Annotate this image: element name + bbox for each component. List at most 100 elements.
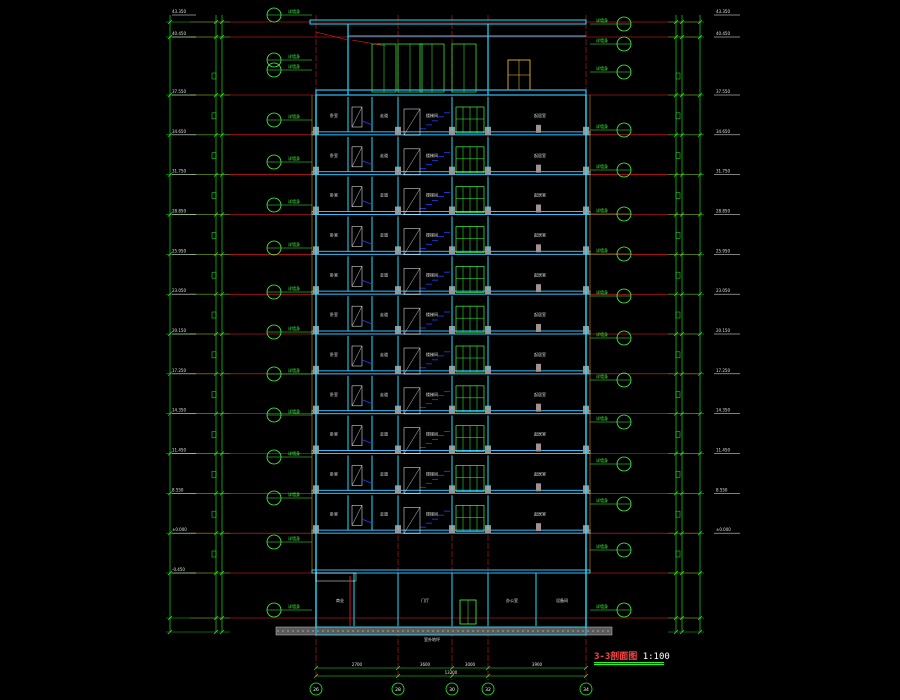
stair-flight (361, 279, 373, 285)
dimension-marker (211, 271, 217, 279)
title-underline-2 (594, 664, 664, 665)
room-label: 卧室 (330, 311, 338, 317)
stair-flight (361, 478, 373, 484)
hatch-dot (527, 630, 529, 632)
hatch-dot (382, 630, 384, 632)
dimension-marker (675, 351, 681, 359)
dimension-marker (211, 72, 217, 80)
level-label-left: 20.150 (172, 328, 186, 333)
level-label-left: 43.350 (172, 9, 186, 14)
hatch-dot (362, 630, 364, 632)
axis-label: 34 (583, 687, 589, 693)
stair-window (351, 266, 363, 287)
hatch-dot (592, 630, 594, 632)
beam (536, 523, 541, 532)
axis-bubble (309, 682, 323, 696)
wall-detail-label: 详墙身 (288, 155, 300, 161)
hatch-dot (417, 630, 419, 632)
level-label-left: ±0.000 (172, 527, 187, 532)
hatch-dot (567, 630, 569, 632)
hatch-dot (497, 630, 499, 632)
dimension-tick (449, 673, 455, 679)
room-label: 楼梯间 (426, 271, 438, 277)
stair-flight (361, 200, 373, 205)
stair-window (351, 505, 363, 526)
hatch-dot (482, 630, 484, 632)
hatch-dot (432, 630, 434, 632)
stair-window (351, 146, 363, 168)
hatch-dot (457, 630, 459, 632)
dimension-marker (675, 112, 681, 120)
wall-detail-label: 详墙身 (596, 543, 608, 549)
axis-bubble (391, 682, 405, 696)
hatch-dot (577, 630, 579, 632)
dimension-marker (675, 391, 681, 398)
room-label: 卧室 (330, 471, 338, 477)
wall-detail-label: 详墙身 (596, 163, 608, 169)
hatch-dot (547, 630, 549, 632)
room-label: 卧室 (330, 192, 338, 198)
stair-flight (361, 160, 373, 166)
wall-detail-label: 详墙身 (288, 198, 300, 204)
room-label: 走道 (380, 271, 388, 277)
hatch-dot (357, 630, 359, 632)
beam (536, 164, 541, 173)
foundation-slab (315, 626, 587, 636)
stair-flight (361, 399, 373, 405)
beam (536, 124, 541, 133)
stair-window-diag (351, 425, 363, 446)
wall-detail-label: 详墙身 (288, 53, 300, 59)
wall-detail-label: 详墙身 (596, 123, 608, 129)
room-label: 楼梯间 (426, 351, 438, 357)
dimension-marker (211, 351, 217, 359)
dimension-marker (675, 192, 681, 199)
beam (536, 244, 541, 253)
wall-detail-label: 详墙身 (288, 285, 300, 291)
dimension-marker (211, 311, 217, 319)
wall-detail-label: 详墙身 (288, 367, 300, 373)
hatch-dot (542, 630, 544, 632)
hatch-dot (287, 630, 289, 632)
level-label-right: 17.250 (716, 368, 730, 373)
room-label: 卧室 (330, 232, 338, 238)
level-label-right: 25.950 (716, 248, 730, 253)
hatch-dot (602, 630, 604, 632)
room-label: 楼梯间 (426, 431, 438, 437)
hatch-dot (582, 630, 584, 632)
wall-detail-label: 详墙身 (596, 457, 608, 463)
dimension-tick (583, 665, 589, 671)
hatch-dot (282, 630, 284, 632)
room-label: 商业 (336, 597, 344, 603)
span-dimension: 3600 (420, 662, 431, 667)
hatch-dot (507, 630, 509, 632)
room-label: 走道 (380, 232, 388, 238)
level-label-right: ±0.000 (716, 527, 731, 532)
dimension-marker (211, 152, 217, 159)
level-label-right: 37.550 (716, 89, 730, 94)
room-label: 楼梯间 (426, 112, 438, 118)
room-label: 办公室 (506, 597, 518, 603)
room-label: 卧室 (330, 431, 338, 437)
hatch-dot (352, 630, 354, 632)
drawing-title-text: 3-3剖面图 (594, 652, 638, 662)
stair-window-diag (351, 345, 363, 367)
hatch-dot (512, 630, 514, 632)
hatch-dot (557, 630, 559, 632)
wall-detail-label: 详墙身 (288, 535, 300, 541)
door (403, 108, 421, 136)
dimension-tick (395, 673, 401, 679)
level-label-right: 11.450 (716, 448, 730, 453)
wall-detail-label: 详墙身 (288, 113, 300, 119)
hatch-dot (442, 630, 444, 632)
stair-window-diag (351, 146, 363, 167)
room-label: 起居室 (534, 431, 546, 437)
level-label-right: 43.350 (716, 9, 730, 14)
wall-detail-label: 详墙身 (596, 373, 608, 379)
wall-detail-label: 详墙身 (288, 450, 300, 456)
room-label: 设备间 (556, 597, 568, 603)
stair-flight (361, 319, 373, 325)
stair-window-diag (351, 266, 363, 287)
hatch-dot (392, 630, 394, 632)
hatch-dot (537, 630, 539, 632)
level-label-right: 8.550 (716, 487, 728, 492)
